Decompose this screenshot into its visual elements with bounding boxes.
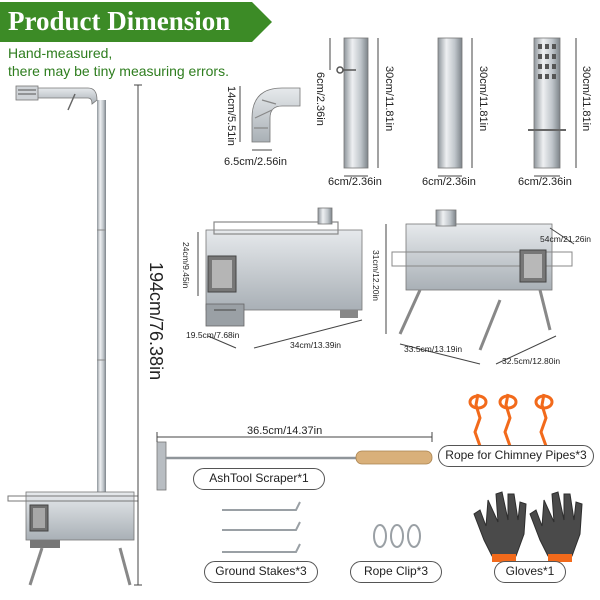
page-title: Product Dimension bbox=[8, 6, 231, 36]
ground-stakes-image bbox=[222, 501, 301, 553]
pipe-2-diameter-label: 6cm/2.36in bbox=[422, 176, 476, 188]
measurement-note: Hand-measured, there may be tiny measuri… bbox=[8, 44, 229, 80]
pipe-1-image bbox=[329, 37, 379, 177]
assembled-stove-image bbox=[7, 85, 139, 586]
stove-leg-height-label: 31cm/12.20in bbox=[371, 250, 381, 302]
total-height-dimension bbox=[134, 84, 142, 586]
pipe-3-diameter-label: 6cm/2.36in bbox=[518, 176, 572, 188]
stove-leg-length-label: 33.5cm/13.19in bbox=[404, 344, 463, 354]
ash-scraper-image bbox=[156, 432, 433, 491]
pipe-1-length-label: 30cm/11.81in bbox=[383, 66, 395, 132]
scraper-label: AshTool Scraper*1 bbox=[193, 468, 325, 490]
pipe-2-image bbox=[437, 37, 473, 177]
stakes-label: Ground Stakes*3 bbox=[204, 561, 318, 583]
stove-front-image bbox=[197, 207, 363, 349]
header-banner bbox=[0, 2, 272, 42]
stove-side-image bbox=[385, 209, 575, 365]
pipe-3-image bbox=[528, 37, 577, 177]
total-height-label: 194cm/76.38in bbox=[146, 262, 166, 381]
stove-length-label: 34cm/13.39in bbox=[290, 340, 342, 350]
rope-clip-image bbox=[373, 524, 421, 548]
rope-image bbox=[468, 393, 554, 447]
scraper-length-label: 36.5cm/14.37in bbox=[247, 425, 323, 437]
pipe-3-length-label: 30cm/11.81in bbox=[580, 66, 592, 132]
elbow-width-label: 6.5cm/2.56in bbox=[224, 156, 287, 168]
stove-height-label: 24cm/9.45in bbox=[181, 242, 191, 289]
stove-depth-label: 19.5cm/7.68in bbox=[186, 330, 240, 340]
pipe-1-diameter-label: 6cm/2.36in bbox=[328, 176, 382, 188]
rope-clip-label: Rope Clip*3 bbox=[350, 561, 442, 583]
pipe-2-length-label: 30cm/11.81in bbox=[477, 66, 489, 132]
rack-width-label: 54cm/21.26in bbox=[540, 234, 592, 244]
gloves-label: Gloves*1 bbox=[494, 561, 566, 583]
damper-offset-label: 6cm/2.36in bbox=[314, 72, 326, 126]
rope-label: Rope for Chimney Pipes*3 bbox=[438, 445, 594, 467]
elbow-height-label: 14cm/5.51in bbox=[225, 86, 237, 146]
stove-leg-depth-label: 32.5cm/12.80in bbox=[502, 356, 561, 366]
gloves-image bbox=[473, 491, 583, 562]
note-line-2: there may be tiny measuring errors. bbox=[8, 63, 229, 79]
elbow-pipe-image bbox=[239, 86, 301, 151]
note-line-1: Hand-measured, bbox=[8, 45, 113, 61]
